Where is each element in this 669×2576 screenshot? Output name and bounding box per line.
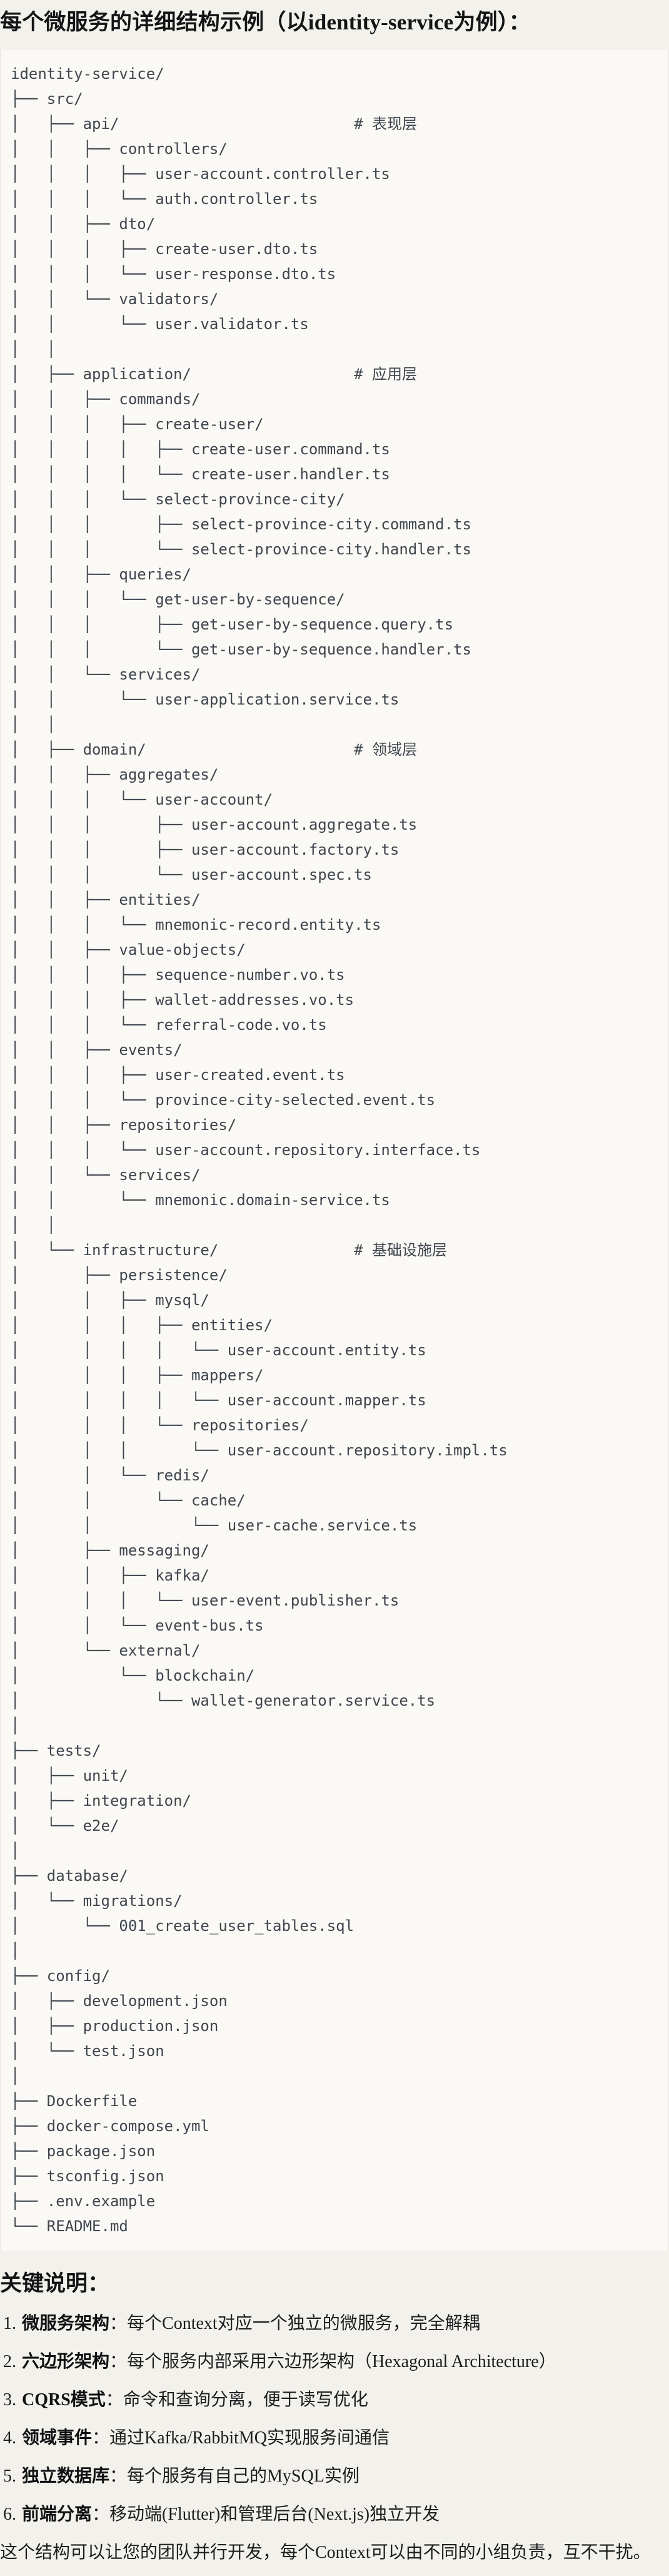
- note-number: 2.: [3, 2352, 16, 2371]
- directory-tree: identity-service/ ├── src/ │ ├── api/ # …: [11, 65, 508, 2235]
- note-separator: ：: [109, 2352, 128, 2371]
- page-title: 每个微服务的详细结构示例（以identity-service为例）：: [0, 10, 531, 34]
- note-item: 2. 六边形架构：每个服务内部采用六边形架构（Hexagonal Architec…: [3, 2351, 669, 2373]
- note-number: 4.: [3, 2428, 16, 2448]
- note-item: 4. 领域事件：通过Kafka/RabbitMQ实现服务间通信: [3, 2427, 669, 2450]
- note-label: 独立数据库: [22, 2467, 110, 2486]
- note-item: 1. 微服务架构：每个Context对应一个独立的微服务，完全解耦: [3, 2313, 669, 2335]
- note-item: 3. CQRS模式：命令和查询分离，便于读写优化: [3, 2389, 669, 2411]
- note-separator: ：: [92, 2505, 110, 2524]
- note-number: 6.: [3, 2505, 16, 2524]
- note-label: 前端分离: [22, 2505, 93, 2524]
- note-item: 6. 前端分离：移动端(Flutter)和管理后台(Next.js)独立开发: [3, 2503, 669, 2526]
- note-number: 3.: [3, 2390, 16, 2410]
- note-separator: ：: [105, 2390, 123, 2410]
- note-separator: ：: [109, 2467, 128, 2486]
- note-text: 命令和查询分离，便于读写优化: [123, 2390, 368, 2410]
- note-label: 领域事件: [22, 2428, 93, 2448]
- note-text: 通过Kafka/RabbitMQ实现服务间通信: [109, 2428, 390, 2448]
- note-item: 5. 独立数据库：每个服务有自己的MySQL实例: [3, 2465, 669, 2488]
- note-text: 移动端(Flutter)和管理后台(Next.js)独立开发: [109, 2505, 440, 2524]
- note-text: 每个服务有自己的MySQL实例: [127, 2467, 360, 2486]
- note-label: 六边形架构: [22, 2352, 110, 2371]
- note-number: 5.: [3, 2467, 16, 2486]
- note-label: CQRS模式: [22, 2390, 106, 2410]
- closing-paragraph: 这个结构可以让您的团队并行开发，每个Context可以由不同的小组负责，互不干扰…: [0, 2543, 651, 2562]
- note-label: 微服务架构: [22, 2314, 110, 2333]
- directory-tree-block: identity-service/ ├── src/ │ ├── api/ # …: [0, 49, 669, 2251]
- notes-heading: 关键说明：: [0, 2271, 110, 2296]
- note-text: 每个Context对应一个独立的微服务，完全解耦: [127, 2314, 480, 2333]
- note-number: 1.: [3, 2314, 16, 2333]
- note-separator: ：: [109, 2314, 128, 2333]
- note-text: 每个服务内部采用六边形架构（Hexagonal Architecture）: [127, 2352, 556, 2371]
- note-separator: ：: [92, 2428, 110, 2448]
